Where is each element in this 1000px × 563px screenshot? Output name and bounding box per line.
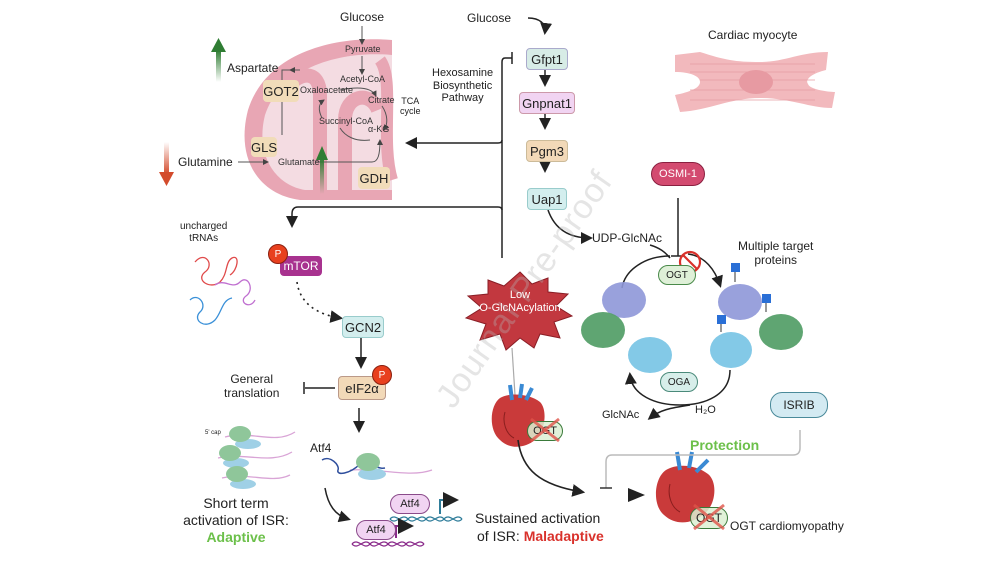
aspartate-label: Aspartate — [227, 61, 279, 75]
adaptive-label: Adaptive — [206, 529, 266, 545]
phospho-badge-eif2a: P — [372, 365, 392, 385]
h2o-label: H₂O — [695, 404, 716, 416]
udp-glcnac-label: UDP-GlcNAc — [592, 231, 663, 245]
pgm3-box: Pgm3 — [526, 140, 568, 162]
tca-cycle-label: TCA cycle — [400, 96, 421, 117]
short-term-line2: activation of ISR: — [183, 512, 289, 528]
sustained-line1: Sustained activation — [475, 510, 601, 526]
atf4-mrna-ribosome-icon — [321, 453, 433, 480]
gcn2-box: GCN2 — [342, 316, 384, 338]
ogt-knockout-x-icon-1 — [530, 417, 560, 443]
atf4-protein-1: Atf4 — [390, 494, 430, 514]
low-oglcnac-starburst — [464, 271, 574, 351]
succinyl-coa-label: Succinyl-CoA — [319, 116, 374, 126]
ogt-pill: OGT — [658, 265, 696, 285]
maladaptive-label: Maladaptive — [523, 528, 604, 544]
glutamate-label: Glutamate — [278, 157, 320, 167]
sustained-prefix: of ISR: — [477, 528, 524, 544]
atf4-protein-2: Atf4 — [356, 520, 396, 540]
protection-label: Protection — [690, 437, 760, 453]
glucose-tca-label: Glucose — [340, 10, 385, 24]
sustained-line2: of ISR: Maladaptive — [477, 528, 604, 544]
dna-helix-icon — [351, 492, 463, 547]
uncharged-trnas-label: uncharged tRNAs — [180, 221, 228, 244]
mtor-box: mTOR — [280, 256, 322, 276]
gls-box: GLS — [251, 137, 277, 157]
uap1-box: Uap1 — [527, 188, 567, 210]
phospho-badge-mtor: P — [268, 244, 288, 264]
acetyl-coa-label: Acetyl-CoA — [340, 74, 386, 84]
low-oglcnac-label: Low O-GlcNAcylation — [479, 289, 561, 314]
cardiac-myocyte-icon — [675, 52, 835, 112]
trna-squiggles-icon — [189, 256, 256, 325]
gdh-up-arrow-icon — [316, 146, 328, 194]
short-term-line1: Short term — [203, 495, 269, 511]
oxaloacetate-label: Oxaloacetate — [300, 85, 354, 95]
gnpnat1-box: Gnpnat1 — [519, 92, 575, 114]
ogt-knockout-x-icon-2 — [693, 503, 725, 531]
hbp-label: Hexosamine Biosynthetic Pathway — [432, 67, 494, 105]
glutamine-down-arrow-icon — [159, 142, 174, 186]
ogt-cardiomyopathy-label: OGT cardiomyopathy — [730, 519, 844, 533]
citrate-label: Citrate — [368, 95, 395, 105]
glcnac-label: GlcNAc — [602, 409, 640, 421]
pyruvate-label: Pyruvate — [345, 44, 381, 54]
got2-box: GOT2 — [263, 80, 299, 102]
gdh-box: GDH — [358, 167, 390, 189]
atf4-mrna-label: Atf4 — [310, 441, 332, 455]
oga-pill: OGA — [660, 372, 698, 392]
cardiac-myocyte-label: Cardiac myocyte — [708, 28, 798, 42]
glutamine-label: Glutamine — [178, 155, 233, 169]
osmi1-badge: OSMI-1 — [651, 162, 705, 186]
aspartate-up-arrow-icon — [211, 38, 226, 82]
five-cap-label: 5' cap — [205, 430, 221, 436]
gfpt1-box: Gfpt1 — [526, 48, 568, 70]
isrib-pill: ISRIB — [770, 392, 828, 418]
general-translation-label: General translation — [224, 372, 280, 400]
ribosome-cluster-icon — [217, 426, 296, 489]
target-protein-blobs — [581, 263, 803, 373]
glucose-hbp-label: Glucose — [467, 11, 512, 25]
akg-label: α-KG — [368, 124, 390, 134]
multiple-targets-label: Multiple target proteins — [738, 239, 814, 267]
eif2a-box: eIF2α — [338, 376, 386, 400]
